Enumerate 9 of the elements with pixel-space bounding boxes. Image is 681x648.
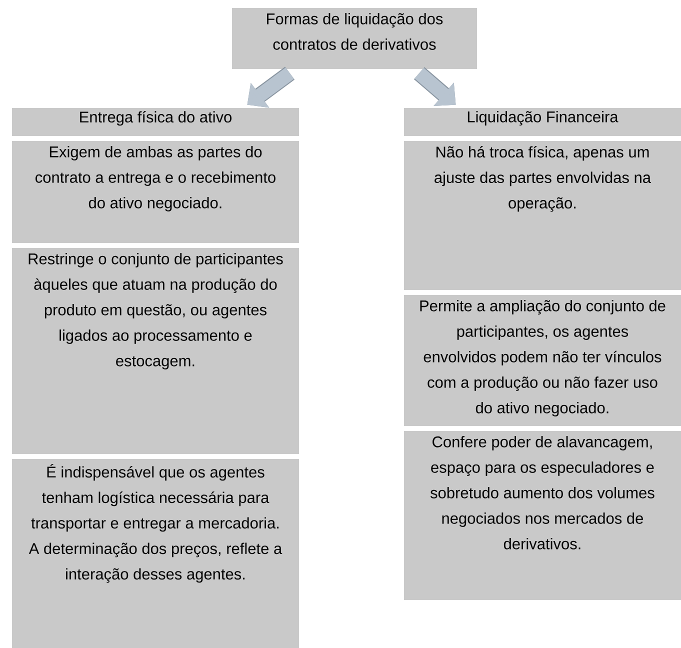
heading-box: Liquidação Financeira (404, 108, 681, 136)
text-box: Restringe o conjunto de participantes àqueles que atuam na produção do produto em questão, ou agentes ligados ao processamento e estocagem. (12, 248, 299, 454)
text-box: Permite a ampliação do conjunto de participantes, os agentes envolvidos podem não ter vínculos com a produção ou não fazer uso do ativo negociado. (404, 295, 681, 426)
text-box: Não há troca física, apenas um ajuste das partes envolvidas na operação. (404, 141, 681, 290)
text-box: Exigem de ambas as partes do contrato a entrega e o recebimento do ativo negociado. (12, 141, 299, 243)
title-box: Formas de liquidação dos contratos de derivativos (232, 8, 477, 69)
text-box: É indispensável que os agentes tenham logística necessária para transportar e entregar a mercadoria. A determinação dos preços, reflete a interação desses agentes. (12, 459, 299, 648)
heading-box: Entrega física do ativo (12, 108, 299, 136)
text-box: Confere poder de alavancagem, espaço para os especuladores e sobretudo aumento dos volumes negociados nos mercados de derivativos. (404, 430, 681, 600)
